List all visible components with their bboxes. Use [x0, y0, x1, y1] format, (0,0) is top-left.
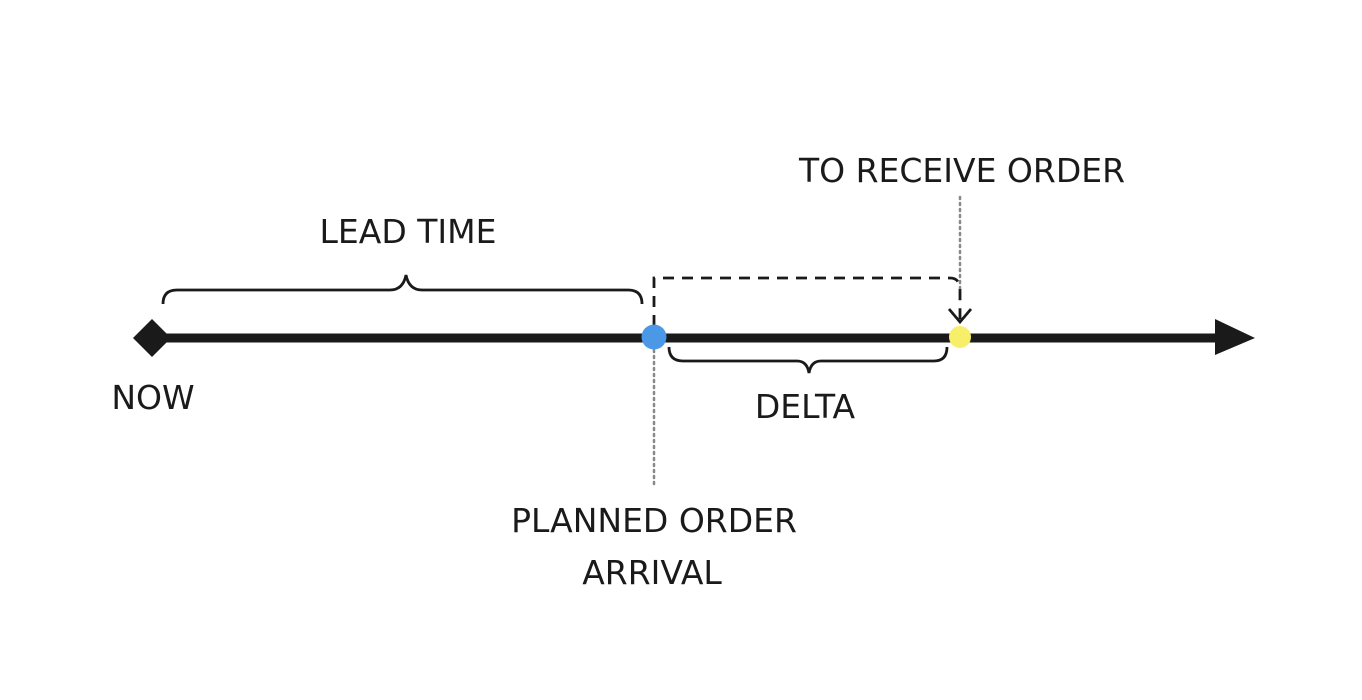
delta-label: DELTA [755, 387, 856, 426]
lead-time-label: LEAD TIME [320, 212, 497, 251]
now-diamond-icon [133, 319, 171, 357]
lead-time-brace [161, 274, 644, 305]
receive-order-label: TO RECEIVE ORDER [798, 151, 1125, 190]
planned-arrival-label-line-2: ARRIVAL [582, 553, 722, 592]
delta-brace [667, 346, 949, 374]
planned-arrival-marker [641, 324, 667, 350]
now-label: NOW [111, 378, 194, 417]
timeline-arrowhead-icon [1215, 319, 1255, 355]
receive-order-marker [949, 326, 971, 348]
connector-arrowhead-icon [947, 308, 973, 325]
dashed-connector [652, 276, 962, 326]
planned-arrival-label-line-1: PLANNED ORDER [511, 501, 797, 540]
